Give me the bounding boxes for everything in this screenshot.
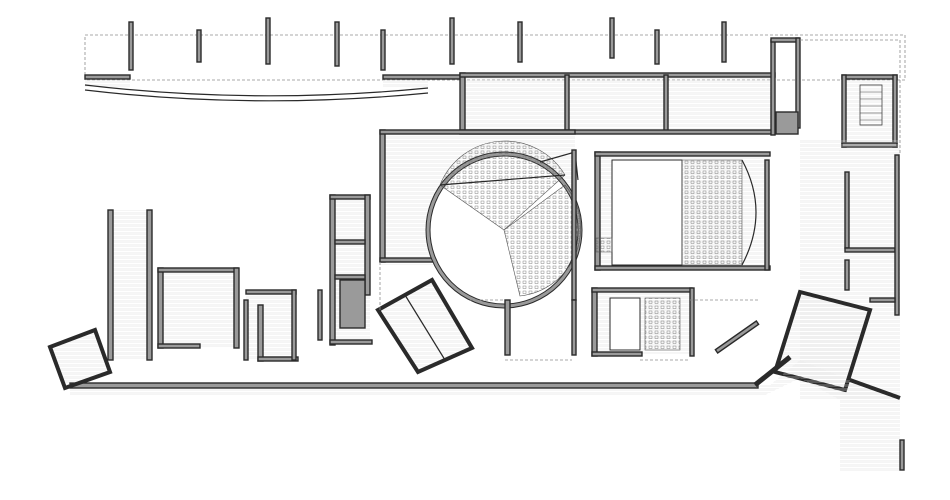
angled-rooms-center <box>375 277 475 375</box>
west-wing <box>107 194 373 362</box>
colonnade-fins <box>84 17 906 81</box>
north-wing <box>459 37 801 136</box>
south-corridor <box>69 355 901 400</box>
outline-dashes <box>379 39 901 361</box>
circular-auditorium <box>379 129 583 309</box>
stair-core <box>775 74 898 148</box>
entrance-canopy <box>84 74 464 102</box>
rehearsal-room <box>504 287 695 357</box>
theatre-hall <box>594 151 771 271</box>
angled-room-west <box>47 327 113 391</box>
